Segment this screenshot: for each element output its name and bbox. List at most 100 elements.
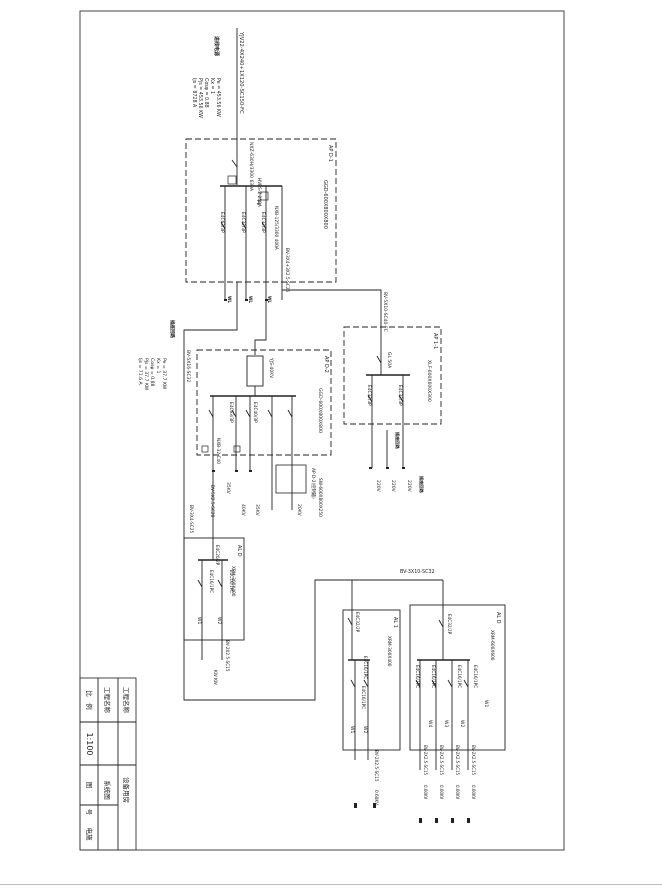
apd2-ijs: Ijs = 71.6 A (137, 358, 143, 385)
al-d-right-load-2: 0.60KV (455, 785, 460, 800)
ap-d2-transformer: YJS-40KV (268, 357, 274, 379)
al-d-breaker-3: E4C16/1PC (229, 570, 234, 593)
feeder-long (183, 282, 443, 701)
ap-11-breaker-1: E4C32/3P (366, 385, 372, 406)
al-d-right-cable-3: BV-2X2.5-SC15 (439, 745, 444, 776)
main-pjs: Pjs = 453.56 KW (197, 78, 203, 118)
ap-d1-outgoing-cable: BV-3X4+3X2.5-SC25 (284, 248, 290, 293)
al-1-circuit-1: W1 (349, 726, 355, 733)
al-d-right-model: XRM-600X600 (489, 630, 495, 661)
ap-11-tag-2: 插座回路 (418, 476, 425, 494)
al-d-right-circuit-1: W1 (483, 700, 489, 707)
al-d-breaker-2: E4C16/1PC (209, 570, 214, 593)
ap-d2-name: AP D-2 (323, 356, 329, 373)
ap-d1-breaker-1: E4C63/3P (219, 212, 225, 233)
apd2-ctrl-name: AP D-2(控制箱) (310, 468, 317, 499)
ap-11-breaker: GL 50A (386, 352, 392, 369)
al-d-right-breaker-4: E4C16/1PC (473, 665, 478, 688)
sheet-label: 图 (85, 782, 93, 789)
ap-11-load-1: 220V (375, 480, 381, 493)
feeder-to-apd2 (254, 300, 267, 355)
al-d-circuit-2: W2 (216, 617, 222, 624)
al-d-right-load-1: 0.60KV (471, 785, 476, 800)
drawing-sub-label: 系统图 (103, 780, 112, 800)
main-kx: Kx = 1 (209, 78, 215, 94)
ap-11-breaker-2: E4C32/3P (397, 385, 403, 406)
al-d-right-main-breaker: E4C32/2P (447, 614, 452, 635)
al-d-right-breaker-3: E4C16/1PC (457, 665, 462, 688)
al-d-right-load-4: 0.60KV (423, 785, 428, 800)
drawing-label: 设备用房 (122, 777, 131, 803)
ap-d2-calc: Pe = 37.7 KW Kx = 1 Cosφ = 0.88 Pjs = 37… (137, 358, 167, 391)
apd2-kx: Kx = 1 (155, 358, 161, 374)
ap-d1-name: AP D-1 (327, 145, 333, 162)
al-d-model: XRM-300X400 (230, 566, 236, 597)
ap-11-load-3: 220V (406, 480, 412, 493)
apd2-cos: Cosφ = 0.88 (149, 358, 155, 387)
scale-label: 比 例 (85, 690, 94, 710)
al-1-panel: AL 1 XRM-300X400 BV-3X10-SC32 E4C32/2P E… (342, 569, 435, 805)
ap-d1-tag-1: WL (227, 296, 232, 303)
apd2-breaker-1: E4C63/3P (228, 402, 234, 423)
al-d-right-name: AL D (495, 612, 501, 624)
al-d-feeder: BV-3X4-SC25 (188, 505, 194, 533)
al-d-right-box (409, 604, 506, 751)
project-sub-label: 工程名称 (103, 687, 112, 714)
ap-d1-earth: PE (255, 200, 261, 206)
apd2-switch: NXB-32 C40 (215, 438, 221, 464)
ap-d1-panel: AP D-1 GGD-600X800X800 NXZ-630H/3300 630… (185, 138, 337, 303)
apd2-breaker-2: E4C40/3P (252, 402, 258, 423)
ap11-cable-in: BV-5X10-SC40-FC (382, 292, 388, 332)
ap-d1-model: GGD-600X800X800 (322, 180, 328, 229)
project-name-label: 工程名称 (122, 687, 131, 714)
ap-d1-breaker-2: E4C32/3P (240, 212, 246, 233)
apd2-pjs: Pjs = 37.7 KW (143, 358, 149, 391)
al-d-circuit-1: W1 (196, 617, 202, 624)
main-feeder: 进线电源 YJV22-4X240+1X120-SC150-FC Pe = 453… (191, 28, 244, 155)
feeder-tag: 插座回路 (169, 320, 176, 338)
al-d-right-breaker-2: E4C16/1PC (431, 665, 436, 688)
terminal-marks (212, 299, 470, 823)
al-1-load: 0.60KV (374, 790, 379, 805)
al-1-box (342, 609, 401, 751)
scale-value: 1:100 (85, 732, 94, 755)
ap-d1-box (185, 138, 337, 283)
transformer-box (246, 355, 264, 387)
ap-d2-box (196, 349, 332, 456)
incoming-tag: 进线电源 (213, 36, 220, 56)
page-bottom-rule (0, 884, 662, 885)
al-d-name: AL D (236, 545, 242, 557)
ap-d2-feeder: BV-5X16-SC32 (185, 350, 191, 383)
feeder-to-ap11 (282, 289, 382, 345)
al-1-model: XRM-300X400 (386, 636, 392, 667)
ap-d2-ctrl-panel: AP D-2(控制箱) SW-600X800X250 BV-5X2.5-SC20 (209, 464, 323, 518)
al-d-right-cable-1: BV-2X2.5-SC15 (471, 745, 476, 776)
drawing-frame (79, 10, 565, 851)
ap-d1-breaker-3: E4C32/3P (260, 212, 266, 233)
apd2-load-4: 20KV (296, 504, 302, 517)
ap-d2-panel: AP D-2 GGD-600X800X800 YJS-40KV E4C63/3P… (196, 349, 332, 517)
sheet-no-label: 号 (85, 809, 93, 816)
al-1-breaker-1: E4C16/1PC (363, 656, 368, 679)
al-d-right-circuit-4: W4 (427, 720, 433, 727)
al-d-right-panel: AL D XRM-600X600 E4C32/2P E4C16/1PC E4C1… (409, 580, 506, 800)
apd2-ctrl-model: SW-600X800X250 (317, 478, 323, 517)
apd2-ctrl-cable: BV-5X2.5-SC20 (209, 485, 215, 518)
al-1-name: AL 1 (392, 617, 398, 628)
title-block: 工程名称 工程名称 设备用房 系统图 比 例 1:100 图 号 电施 (79, 677, 137, 851)
apd2-load-3: 35KV (254, 504, 260, 517)
ap-11-name: AP 1-1 (432, 333, 438, 349)
ap-d1-tag-2: WL (248, 296, 253, 303)
al-d-breaker-1: E4C20/2P (215, 545, 220, 566)
al-d-right-circuit-2: W2 (459, 720, 465, 727)
al-d-right-circuit-3: W3 (443, 720, 449, 727)
al-1-circuit-2: W2 (362, 726, 368, 733)
apd2-load-1: 35KV (225, 482, 231, 495)
main-pe: Pe = 453.56 KW (215, 78, 221, 117)
al-d-right-cable-4: BV-2X2.5-SC15 (423, 745, 428, 776)
ap-d1-main-breaker: NXZ-630H/3300 630A (248, 142, 254, 192)
al-d-panel: AL D XRM-300X400 BV-3X4-SC25 E4C20/2P E4… (183, 470, 245, 685)
al-1-cable: BV-2X2.5-SC15 (374, 750, 379, 782)
main-ijs: Ijs = 8728 A (191, 78, 197, 108)
